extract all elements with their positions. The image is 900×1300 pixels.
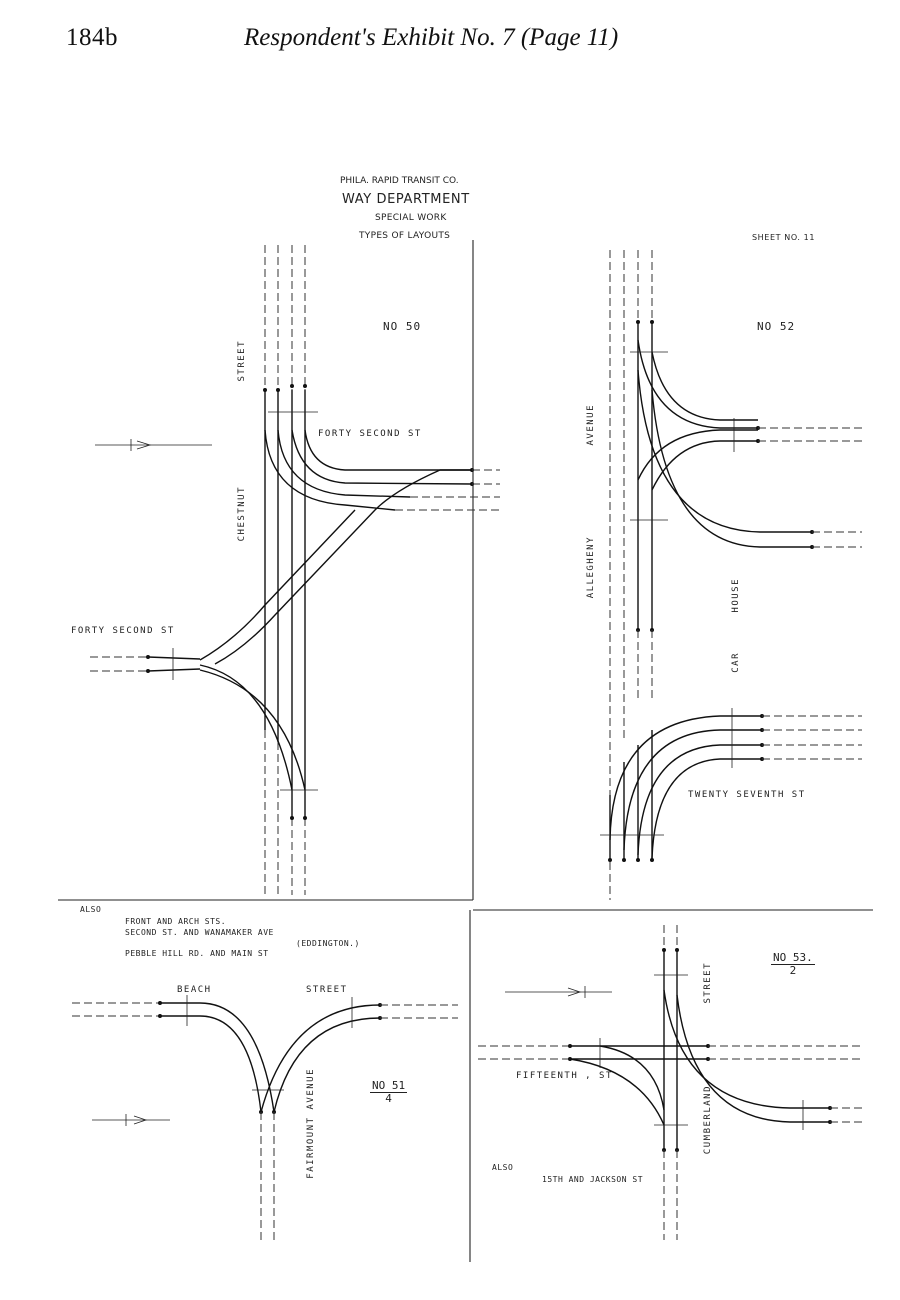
layout-51-number-bottom: 4 (385, 1092, 392, 1105)
layout-53-number-top: NO 53. (771, 951, 815, 965)
drawing-types: TYPES OF LAYOUTS (359, 231, 451, 241)
layout-53-street-label: STREET (703, 962, 713, 1004)
drawing-frame (58, 240, 873, 1262)
layout-50-forty-second-right: FORTY SECOND ST (318, 429, 422, 439)
drawing-subtitle: SPECIAL WORK (375, 213, 447, 223)
layout-51-also-line-1: FRONT AND ARCH STS. (125, 917, 227, 926)
layout-50-number: NO 50 (383, 320, 422, 333)
layout-51-number: NO 51 4 (370, 1079, 408, 1105)
layout-50-tracks (90, 245, 500, 895)
layout-50-forty-second-left: FORTY SECOND ST (71, 626, 175, 636)
layout-51-number-top: NO 51 (370, 1079, 408, 1093)
layout-51-also-label: ALSO (80, 905, 102, 914)
layout-51-tracks (72, 995, 458, 1240)
layout-51-beach-label: BEACH (177, 985, 212, 995)
layout-51-also-line-3: (EDDINGTON.) (296, 939, 360, 948)
layout-51-also-line-2: SECOND ST. AND WANAMAKER AVE (125, 928, 274, 937)
layout-50-street-label: STREET (237, 340, 247, 382)
layout-53-also-text: 15TH AND JACKSON ST (542, 1175, 644, 1184)
layout-53-fifteenth-label: FIFTEENTH , ST (516, 1071, 613, 1081)
layout-52-tracks (600, 250, 862, 900)
layout-52-avenue-label: AVENUE (586, 404, 596, 446)
layout-52-number: NO 52 (757, 320, 796, 333)
layout-53-also-label: ALSO (492, 1163, 514, 1172)
department-name: WAY DEPARTMENT (342, 192, 470, 207)
layout-52-twenty-seventh-label: TWENTY SEVENTH ST (688, 790, 806, 800)
layout-51-fairmount-label: FAIRMOUNT AVENUE (306, 1068, 316, 1179)
layout-51-also-line-4: PEBBLE HILL RD. AND MAIN ST (125, 949, 269, 958)
layout-50-chestnut-label: CHESTNUT (237, 486, 247, 542)
layout-53-number-bottom: 2 (789, 964, 797, 977)
sheet-number: SHEET No. 11 (752, 233, 816, 242)
page-number: 184b (66, 24, 118, 51)
layout-52-car-label: CAR (731, 652, 741, 673)
layout-51-street-label: STREET (306, 985, 348, 995)
layout-52-house-label: HOUSE (731, 578, 741, 613)
layout-53-tracks (478, 925, 862, 1240)
page-title: Respondent's Exhibit No. 7 (Page 11) (244, 24, 619, 51)
company-name: PHILA. RAPID TRANSIT CO. (340, 176, 459, 186)
layout-53-cumberland-label: CUMBERLAND (703, 1085, 713, 1155)
layout-53-number: NO 53. 2 (771, 952, 815, 977)
layout-52-allegheny-label: ALLEGHENY (586, 536, 596, 599)
